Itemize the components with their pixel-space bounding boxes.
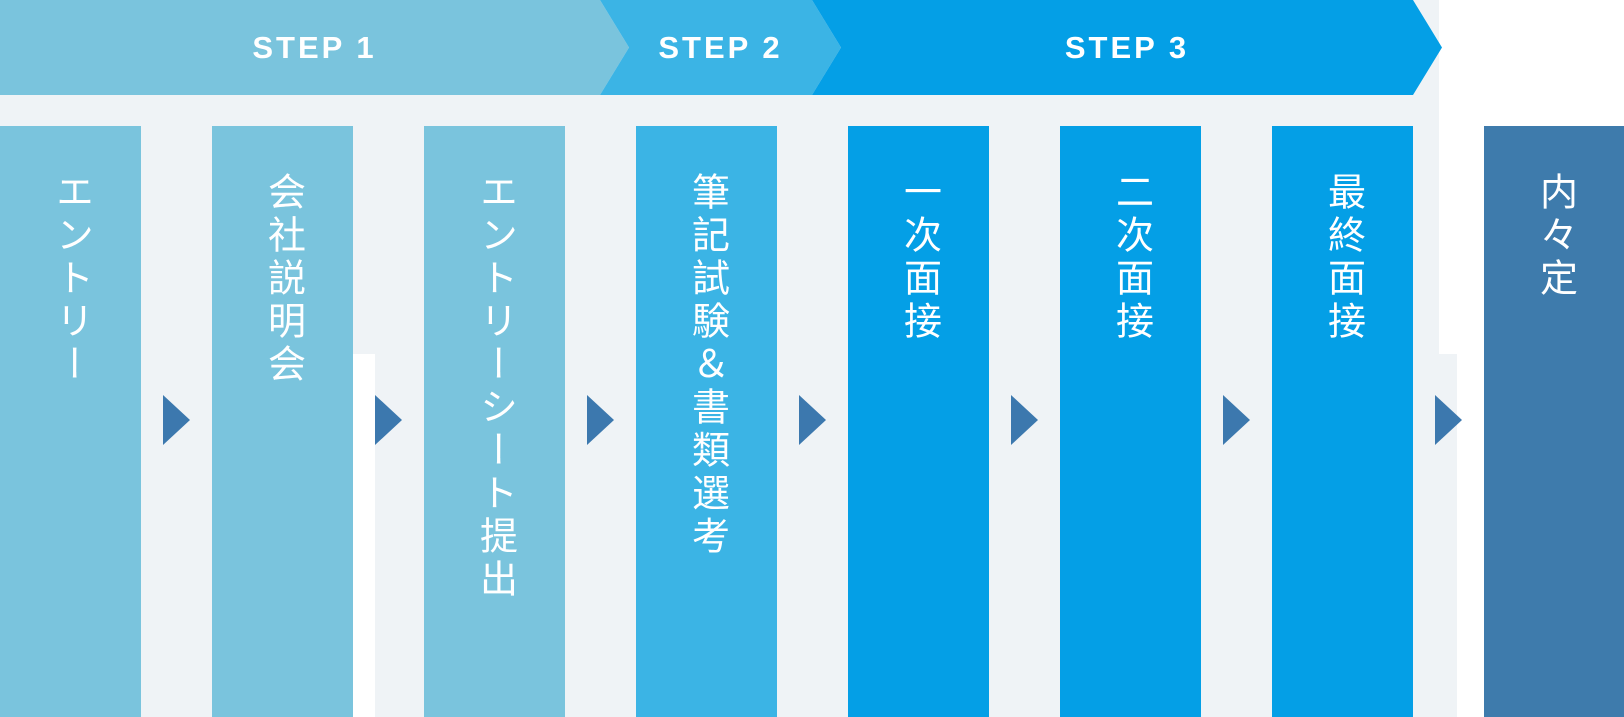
right-triangle-icon — [1223, 395, 1250, 445]
right-triangle-icon — [799, 395, 826, 445]
stage-second-interview-label: 二次面接 — [1109, 172, 1152, 344]
stage-entry-sheet-submission-label: エントリーシート提出 — [473, 172, 516, 602]
stage-final-interview-label: 最終面接 — [1321, 172, 1364, 344]
stage-column-first-interview: 一次面接 — [848, 126, 989, 717]
step-2-label: STEP 2 — [658, 29, 783, 65]
stage-column-informal-offer: 内々定 — [1484, 126, 1624, 717]
right-triangle-icon — [587, 395, 614, 445]
step-band-2: STEP 2 — [600, 0, 841, 95]
step-band-1: STEP 1 — [0, 0, 629, 95]
stage-first-interview-label: 一次面接 — [897, 172, 940, 344]
right-triangle-icon — [375, 395, 402, 445]
stage-column-entry: エントリー — [0, 126, 141, 717]
stage-informal-offer-label: 内々定 — [1533, 172, 1576, 301]
right-triangle-icon — [163, 395, 190, 445]
step-1-label: STEP 1 — [252, 29, 377, 65]
stage-entry-label: エントリー — [49, 172, 92, 387]
right-triangle-icon — [1435, 395, 1462, 445]
right-triangle-icon — [1011, 395, 1038, 445]
step-3-label: STEP 3 — [1064, 29, 1190, 65]
stage-column-written-exam-document-screening: 筆記試験＆書類選考 — [636, 126, 777, 717]
stage-company-info-session-label: 会社説明会 — [261, 172, 304, 387]
step-band-3: STEP 3 — [812, 0, 1442, 95]
stage-column-second-interview: 二次面接 — [1060, 126, 1201, 717]
stage-written-exam-document-screening-label: 筆記試験＆書類選考 — [685, 172, 728, 559]
stage-column-entry-sheet-submission: エントリーシート提出 — [424, 126, 565, 717]
stage-column-company-info-session: 会社説明会 — [212, 126, 353, 717]
stage-column-final-interview: 最終面接 — [1272, 126, 1413, 717]
background-white-strip-left — [353, 354, 375, 717]
